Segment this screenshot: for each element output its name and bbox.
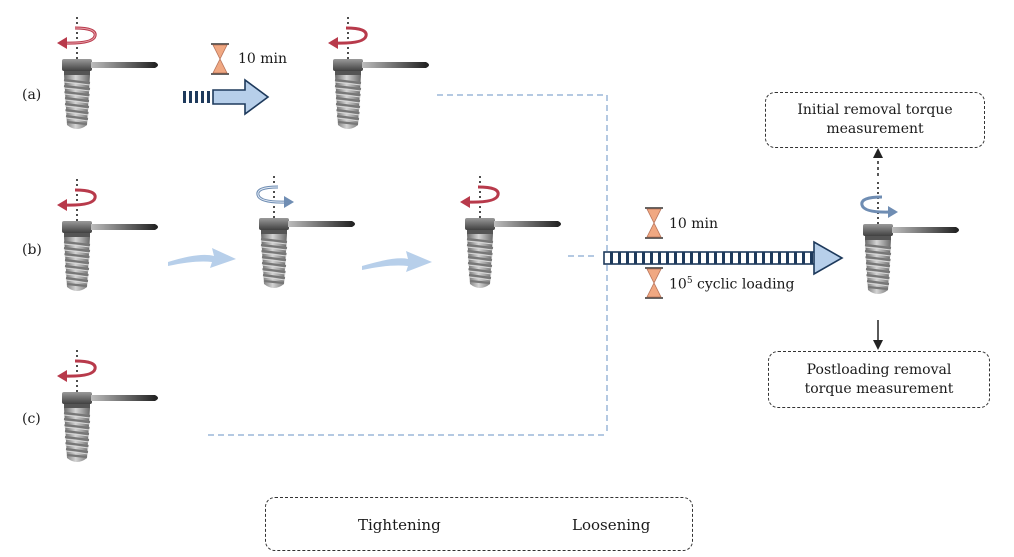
hourglass-icon [211,43,229,75]
tightening-icon [57,26,97,49]
initial-removal-box: Initial removal torque measurement [765,92,985,148]
postloading-box-line1: Postloading removal [806,361,952,378]
arrow-to-postloading [873,320,883,350]
postloading-removal-box: Postloading removal torque measurement [768,351,990,408]
tightening-icon [328,26,368,49]
tightening-icon [57,359,97,382]
implant-a1 [60,16,158,131]
row-label-b: (b) [22,242,42,258]
loosening-icon [860,195,898,218]
implant-b3 [463,175,561,290]
row-label-a: (a) [22,87,42,103]
tightening-icon [460,185,500,208]
loosening-icon [256,185,294,208]
implant-b1 [60,178,158,293]
legend-loosening-label: Loosening [572,516,651,534]
arrow-to-initial [873,148,883,176]
initial-box-line1: Initial removal torque [797,102,953,118]
initial-box-line2: measurement [826,121,924,137]
implant-final [861,181,959,296]
postloading-box-line2: torque measurement [804,380,954,397]
transfer-arrow-a [183,78,270,116]
implant-c1 [60,349,158,464]
timer-label-main: 10 min [669,216,719,232]
tightening-icon [57,188,97,211]
row-label-c: (c) [22,411,41,427]
hourglass-icon [645,267,663,299]
cyclic-loading-arrow [603,240,844,276]
cyclic-loading-label: 105 cyclic loading [669,276,795,293]
timer-label-a: 10 min [238,51,288,67]
implant-b2 [257,175,355,290]
dashed-connector [208,94,608,436]
light-arrow-b1 [168,248,236,268]
hourglass-icon [645,207,663,239]
implant-a2 [331,16,429,131]
legend [265,497,693,551]
light-arrow-b2 [362,251,432,272]
legend-tightening-label: Tightening [358,516,441,534]
